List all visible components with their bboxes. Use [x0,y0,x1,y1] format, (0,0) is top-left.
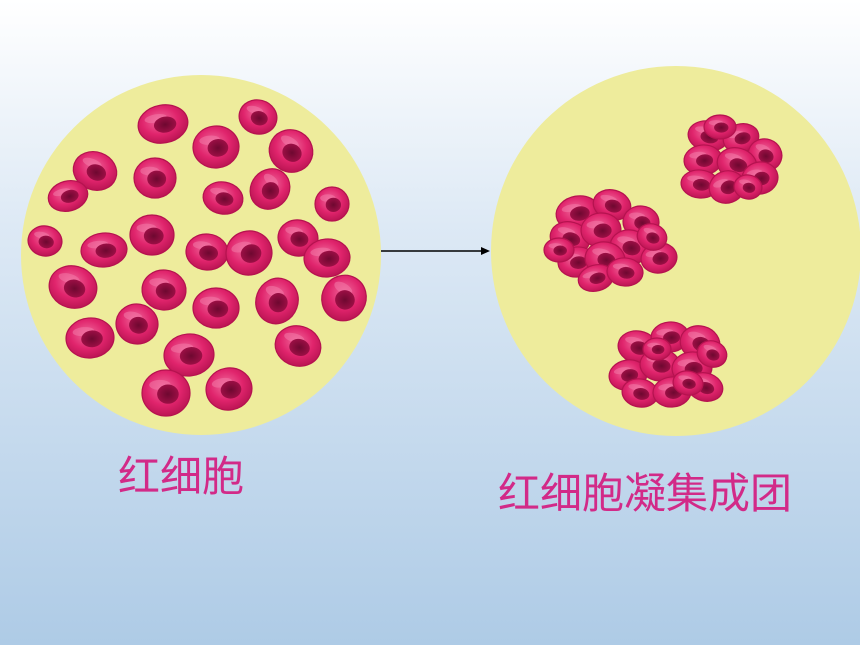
agglutinated-cell-cluster-left [543,189,678,292]
red-blood-cell-icon [27,225,63,257]
red-blood-cell-icon [580,212,622,248]
red-blood-cell-icon [652,376,692,408]
right-arrow-icon [381,247,490,255]
red-blood-cell-icon [577,264,615,292]
red-blood-cell-icon [185,233,229,271]
red-blood-cell-icon [672,370,704,396]
label-agglutinated-red-blood-cells: 红细胞凝集成团 [498,469,793,518]
red-blood-cell-icon [696,340,728,368]
red-blood-cell-icon [163,333,215,377]
red-blood-cell-icon [192,287,240,329]
red-blood-cell-icon [642,337,672,361]
red-blood-cell-icon [321,274,367,322]
red-blood-cell-icon [592,189,632,221]
red-blood-cell-icon [543,237,575,263]
red-blood-cell-icon [238,99,278,135]
red-blood-cell-icon [205,367,253,411]
red-blood-cell-icon [47,180,89,212]
red-blood-cell-icon [636,223,668,251]
red-blood-cell-icon [733,174,763,200]
red-blood-cell-icon [303,238,351,278]
red-blood-cell-icon [274,325,322,367]
agglutinated-cell-cluster-bottom [608,321,728,408]
red-blood-cell-icon [606,257,644,287]
red-blood-cell-icon [137,104,189,144]
red-blood-cell-icon [48,265,98,309]
red-blood-cell-icon [314,186,350,222]
red-blood-cell-icon [192,125,240,169]
red-blood-cell-icon [141,369,191,417]
red-blood-cell-icon [129,214,175,256]
red-blood-cell-icon [72,151,118,191]
red-blood-cell-icon [115,303,159,345]
red-blood-cells-left [27,99,367,417]
red-blood-cell-icon [683,144,723,176]
red-blood-cell-icon [268,129,314,173]
red-blood-cell-icon [249,168,291,210]
agglutinated-cell-cluster-top [680,114,783,204]
red-blood-cell-icon [80,232,128,268]
label-red-blood-cells: 红细胞 [118,452,245,501]
red-blood-cell-icon [65,317,115,359]
red-blood-cell-icon [255,277,299,325]
red-blood-cell-icon [621,378,659,408]
red-blood-cell-icon [133,157,177,199]
red-blood-cell-icon [141,269,187,311]
red-blood-cell-icon [703,114,737,140]
red-blood-cell-icon [225,230,273,276]
red-blood-cell-icon [202,181,244,215]
